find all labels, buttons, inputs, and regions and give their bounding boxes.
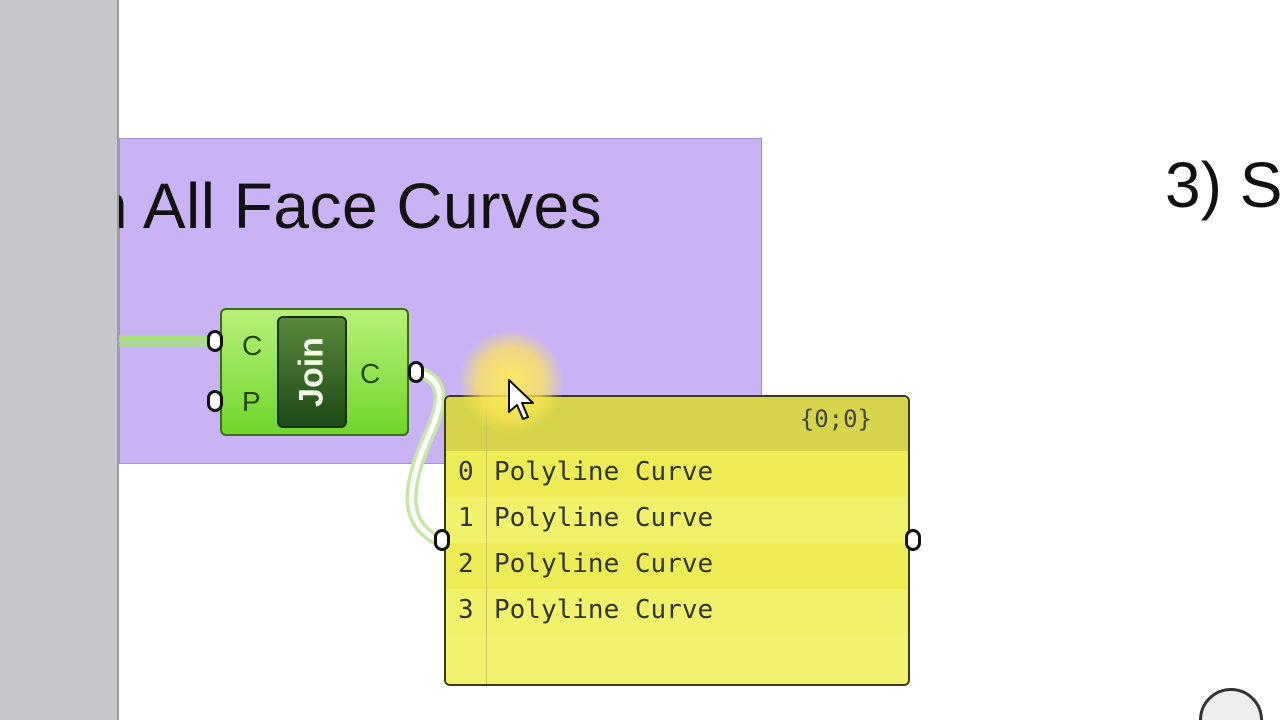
timer-icon[interactable] (1199, 688, 1263, 720)
cursor-arrow-icon (508, 379, 534, 420)
list-item: 1 Polyline Curve (446, 497, 908, 543)
panel-component[interactable]: {0;0} 0 Polyline Curve 1 Polyline Curve … (444, 395, 910, 686)
input-grip-c[interactable] (207, 330, 223, 352)
item-index: 2 (458, 549, 474, 579)
item-value: Polyline Curve (494, 503, 714, 533)
item-value: Polyline Curve (494, 595, 714, 625)
input-port-curves[interactable]: C (242, 330, 263, 361)
list-item: 3 Polyline Curve (446, 589, 908, 635)
panel-index-divider (486, 397, 487, 684)
list-item: 0 Polyline Curve (446, 451, 908, 497)
section-title: 3) S (1165, 149, 1280, 221)
output-grip-c[interactable] (408, 361, 424, 383)
input-port-preserve[interactable]: P (242, 386, 261, 417)
panel-output-grip[interactable] (905, 529, 921, 551)
item-value: Polyline Curve (494, 549, 714, 579)
item-index: 0 (458, 457, 474, 487)
input-grip-p[interactable] (207, 390, 223, 412)
output-port-curves[interactable]: C (360, 358, 381, 389)
item-value: Polyline Curve (494, 457, 714, 487)
item-index: 1 (458, 503, 474, 533)
join-name-box: Join (277, 316, 347, 428)
group-title: n All Face Curves (119, 170, 603, 242)
panel-path: {0;0} (799, 405, 872, 433)
left-sidebar (0, 0, 119, 720)
list-item: 2 Polyline Curve (446, 543, 908, 589)
component-name: Join (292, 337, 331, 407)
join-component[interactable]: C P Join C (220, 308, 409, 436)
grasshopper-canvas[interactable]: n All Face Curves 3) S C P Join C {0;0} … (119, 0, 1280, 720)
panel-empty-area (446, 635, 908, 684)
item-index: 3 (458, 595, 474, 625)
panel-list: 0 Polyline Curve 1 Polyline Curve 2 Poly… (446, 451, 908, 635)
panel-input-grip[interactable] (434, 529, 450, 551)
